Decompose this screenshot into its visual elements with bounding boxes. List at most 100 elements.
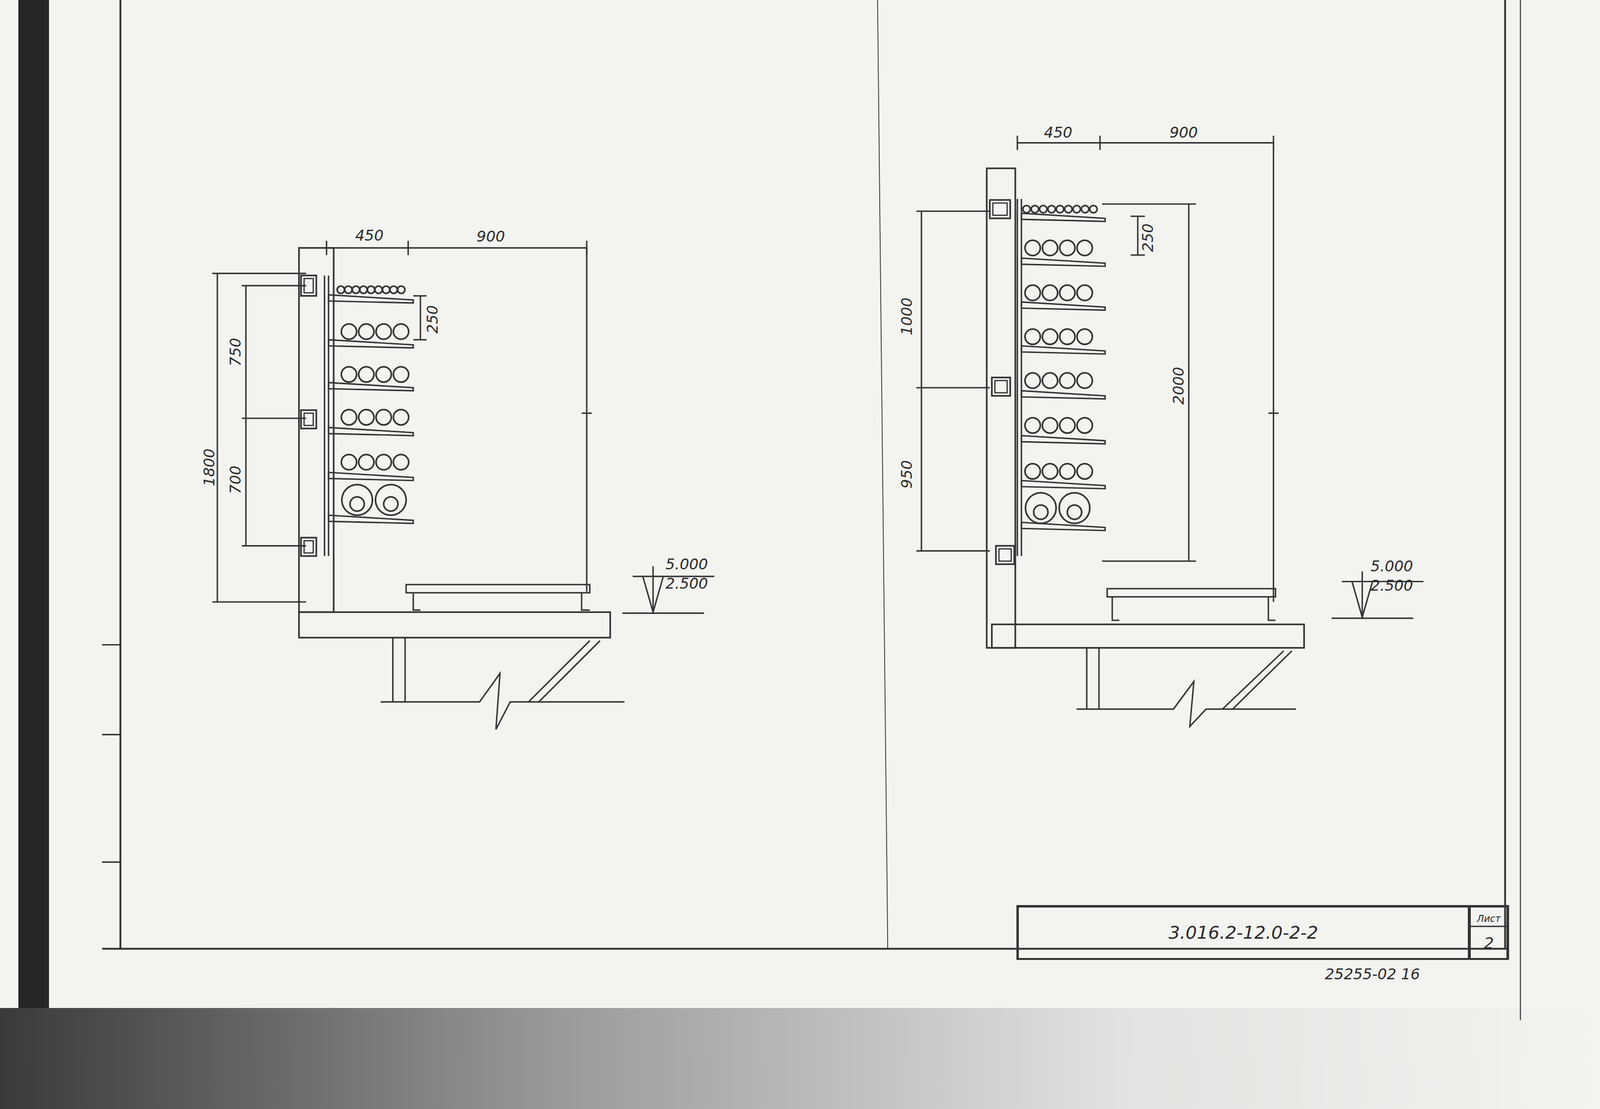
cable-symbol <box>1025 329 1041 345</box>
drawing-line <box>212 600 307 603</box>
cable-symbol <box>1077 372 1093 389</box>
dimension-label: 1000 <box>899 297 915 336</box>
dimension-label: 900 <box>476 229 505 245</box>
cable-symbol <box>1059 372 1076 389</box>
cable-symbol <box>393 366 409 383</box>
cable-symbol <box>1059 463 1076 480</box>
drawing-line <box>392 637 394 702</box>
cable-symbol <box>1059 492 1091 524</box>
cable-symbol <box>358 366 375 383</box>
drawing-line <box>1519 0 1521 1021</box>
drawing-line <box>327 275 330 556</box>
cable-symbol <box>1077 329 1093 345</box>
drawing-line <box>245 285 247 546</box>
shelf-bracket <box>328 382 414 391</box>
structure-outline <box>993 202 1008 216</box>
tray-support <box>581 592 590 610</box>
drawing-line <box>1188 203 1190 561</box>
tray-support <box>1112 597 1120 621</box>
shelf-bracket <box>1021 480 1105 489</box>
structure-outline <box>300 409 317 429</box>
cable-symbol <box>1042 285 1058 301</box>
dimension-label: 5.000 <box>665 556 708 572</box>
cable-symbol <box>1033 504 1049 520</box>
cable-symbol <box>1059 285 1076 301</box>
drawing-line <box>101 644 121 646</box>
drawing-line <box>413 295 427 297</box>
cable-symbol <box>1077 417 1093 434</box>
dimension-label: 2.500 <box>665 576 708 592</box>
cable-symbol <box>1042 372 1058 389</box>
drawing-line <box>1331 617 1414 619</box>
shelf-bracket <box>1021 301 1105 310</box>
drawing-line <box>916 210 990 212</box>
cable-symbol <box>341 366 357 383</box>
cable-symbol <box>344 286 352 294</box>
drawing-line <box>325 240 328 255</box>
shelf-bracket <box>1021 435 1105 444</box>
drawing-line <box>1099 135 1101 150</box>
drawing-line <box>1101 560 1197 562</box>
drawing-line <box>1101 203 1197 205</box>
break-line <box>380 673 625 730</box>
cable-symbol <box>341 323 357 340</box>
dimension-label: 250 <box>1140 223 1156 252</box>
drawing-line <box>1086 648 1088 710</box>
drawing-line <box>323 275 326 556</box>
structure-outline <box>996 545 1015 564</box>
dimension-label: 450 <box>1044 125 1073 141</box>
drawing-line <box>326 247 588 249</box>
drawing-line <box>1020 199 1023 556</box>
cable-symbol <box>376 366 392 383</box>
structure-outline <box>986 168 1016 649</box>
cable-symbol <box>341 409 357 425</box>
drawing-line <box>877 0 889 949</box>
cable-symbol <box>358 454 375 470</box>
cable-symbol <box>374 286 383 294</box>
shelf-bracket <box>328 515 414 524</box>
dimension-label: 1800 <box>201 448 217 487</box>
shelf-bracket <box>328 427 414 436</box>
drawing-line <box>101 861 121 863</box>
cable-symbol <box>397 286 405 294</box>
cable-symbol <box>1077 285 1093 301</box>
cable-symbol <box>1025 417 1041 434</box>
cable-symbol <box>1025 372 1041 389</box>
drawing-line <box>538 640 600 702</box>
cable-symbol <box>1059 240 1076 256</box>
drawing-line <box>652 566 654 613</box>
cable-symbol <box>376 409 392 425</box>
drawing-line <box>1222 650 1284 709</box>
cable-symbol <box>1042 463 1058 480</box>
cable-symbol <box>350 497 365 512</box>
sheet-number-cell: Лист2 <box>1469 905 1508 959</box>
drawing-line <box>101 948 1508 950</box>
structure-outline <box>303 413 314 426</box>
cable-symbol <box>1022 205 1031 213</box>
structure-outline <box>303 540 314 553</box>
tray-support <box>413 592 421 610</box>
drawing-line <box>242 417 307 419</box>
drawing-line <box>242 545 307 547</box>
cable-symbol <box>358 409 375 425</box>
dimension-label: 2000 <box>1171 366 1187 405</box>
cable-symbol <box>1081 205 1089 213</box>
structure-outline <box>1017 905 1508 959</box>
structure-outline <box>989 200 1010 219</box>
cable-symbol <box>1048 205 1056 213</box>
title-text: 2 <box>1483 933 1494 953</box>
drawing-line <box>1137 216 1139 255</box>
drawing-line <box>920 211 923 551</box>
cable-symbol <box>1042 240 1058 256</box>
cable-symbol <box>1064 205 1073 213</box>
dimension-label: 950 <box>899 460 915 489</box>
dimension-label: 750 <box>228 337 244 366</box>
drawing-line <box>622 612 704 614</box>
cable-symbol <box>1077 463 1093 480</box>
structure-outline <box>405 584 590 593</box>
dimension-label: 250 <box>425 305 441 334</box>
cable-symbol <box>1042 417 1058 434</box>
cable-symbol <box>1059 417 1076 434</box>
structure-outline <box>300 537 317 556</box>
